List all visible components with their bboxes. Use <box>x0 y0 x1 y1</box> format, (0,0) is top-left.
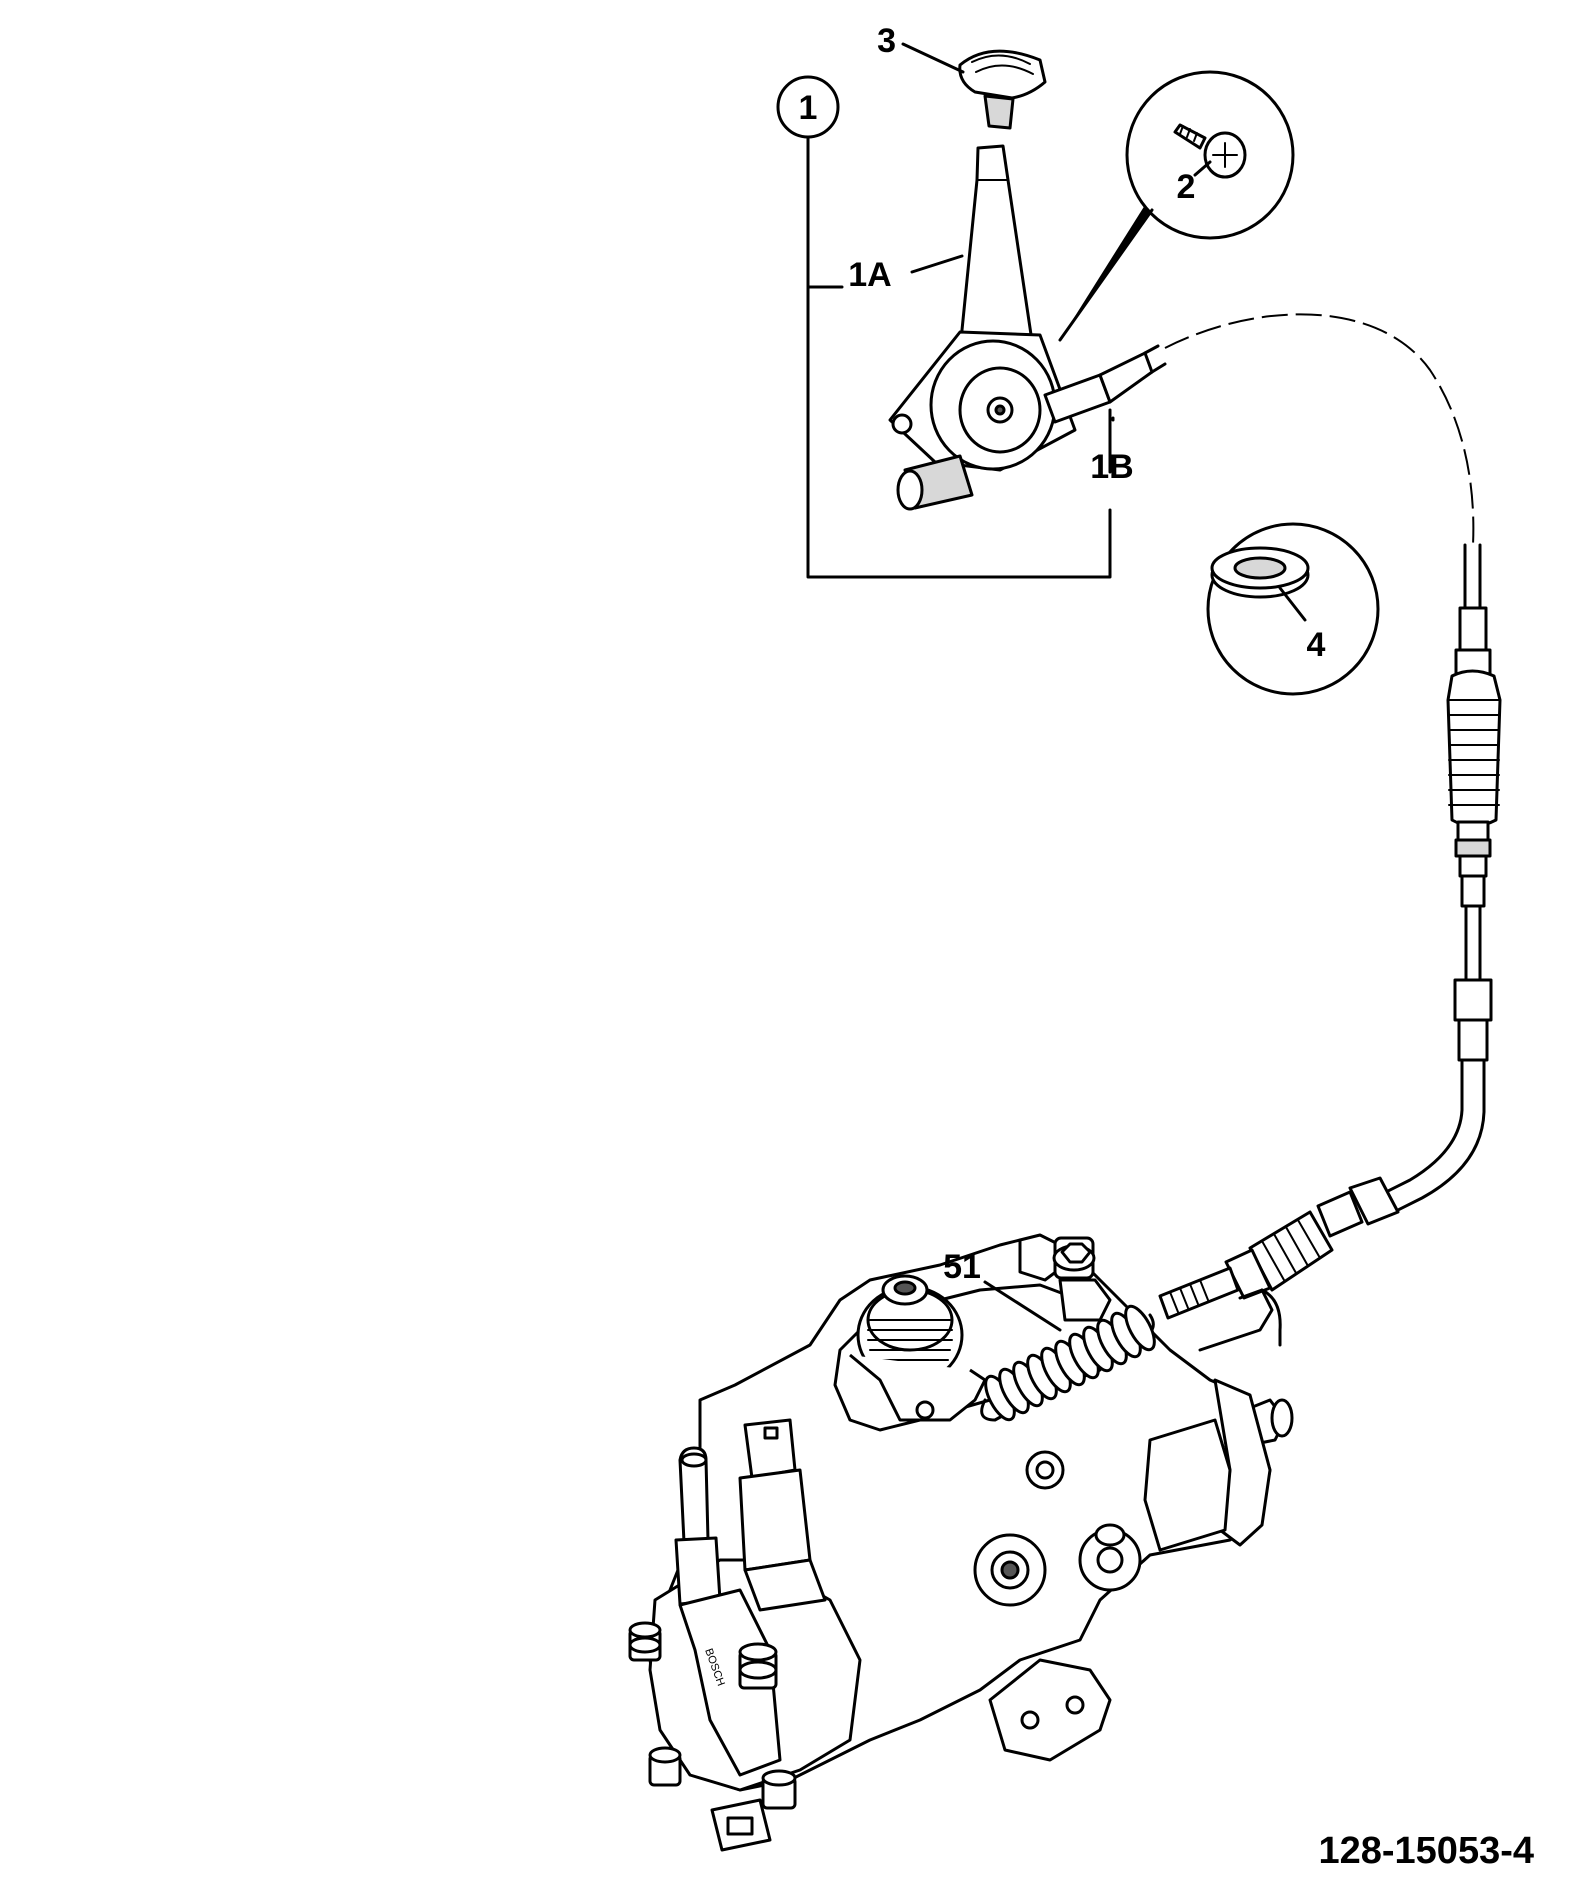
callout-1: 1 <box>799 89 818 127</box>
assembly-bracket <box>776 75 1112 579</box>
delivery-outlet <box>628 1621 662 1662</box>
grommet-detail <box>1206 522 1380 696</box>
return-spring <box>984 1304 1156 1422</box>
lever-knob <box>901 42 1047 130</box>
callout-1b: 1B <box>1090 448 1133 486</box>
screw-detail <box>1058 70 1295 342</box>
delivery-outlet <box>761 1769 797 1810</box>
drawing-number: 128-15053-4 <box>1318 1830 1534 1872</box>
delivery-outlet <box>738 1642 778 1690</box>
callout-4: 4 <box>1307 626 1326 664</box>
callout-3: 3 <box>877 22 896 60</box>
control-cable <box>1043 313 1502 1352</box>
callout-1a: 1A <box>848 256 891 294</box>
fuel-injection-pump: BOSCH <box>628 1233 1294 1852</box>
callout-51: 51 <box>943 1248 981 1286</box>
hand-lever <box>888 144 1077 511</box>
delivery-outlet <box>648 1746 682 1787</box>
callout-2: 2 <box>1177 168 1196 206</box>
